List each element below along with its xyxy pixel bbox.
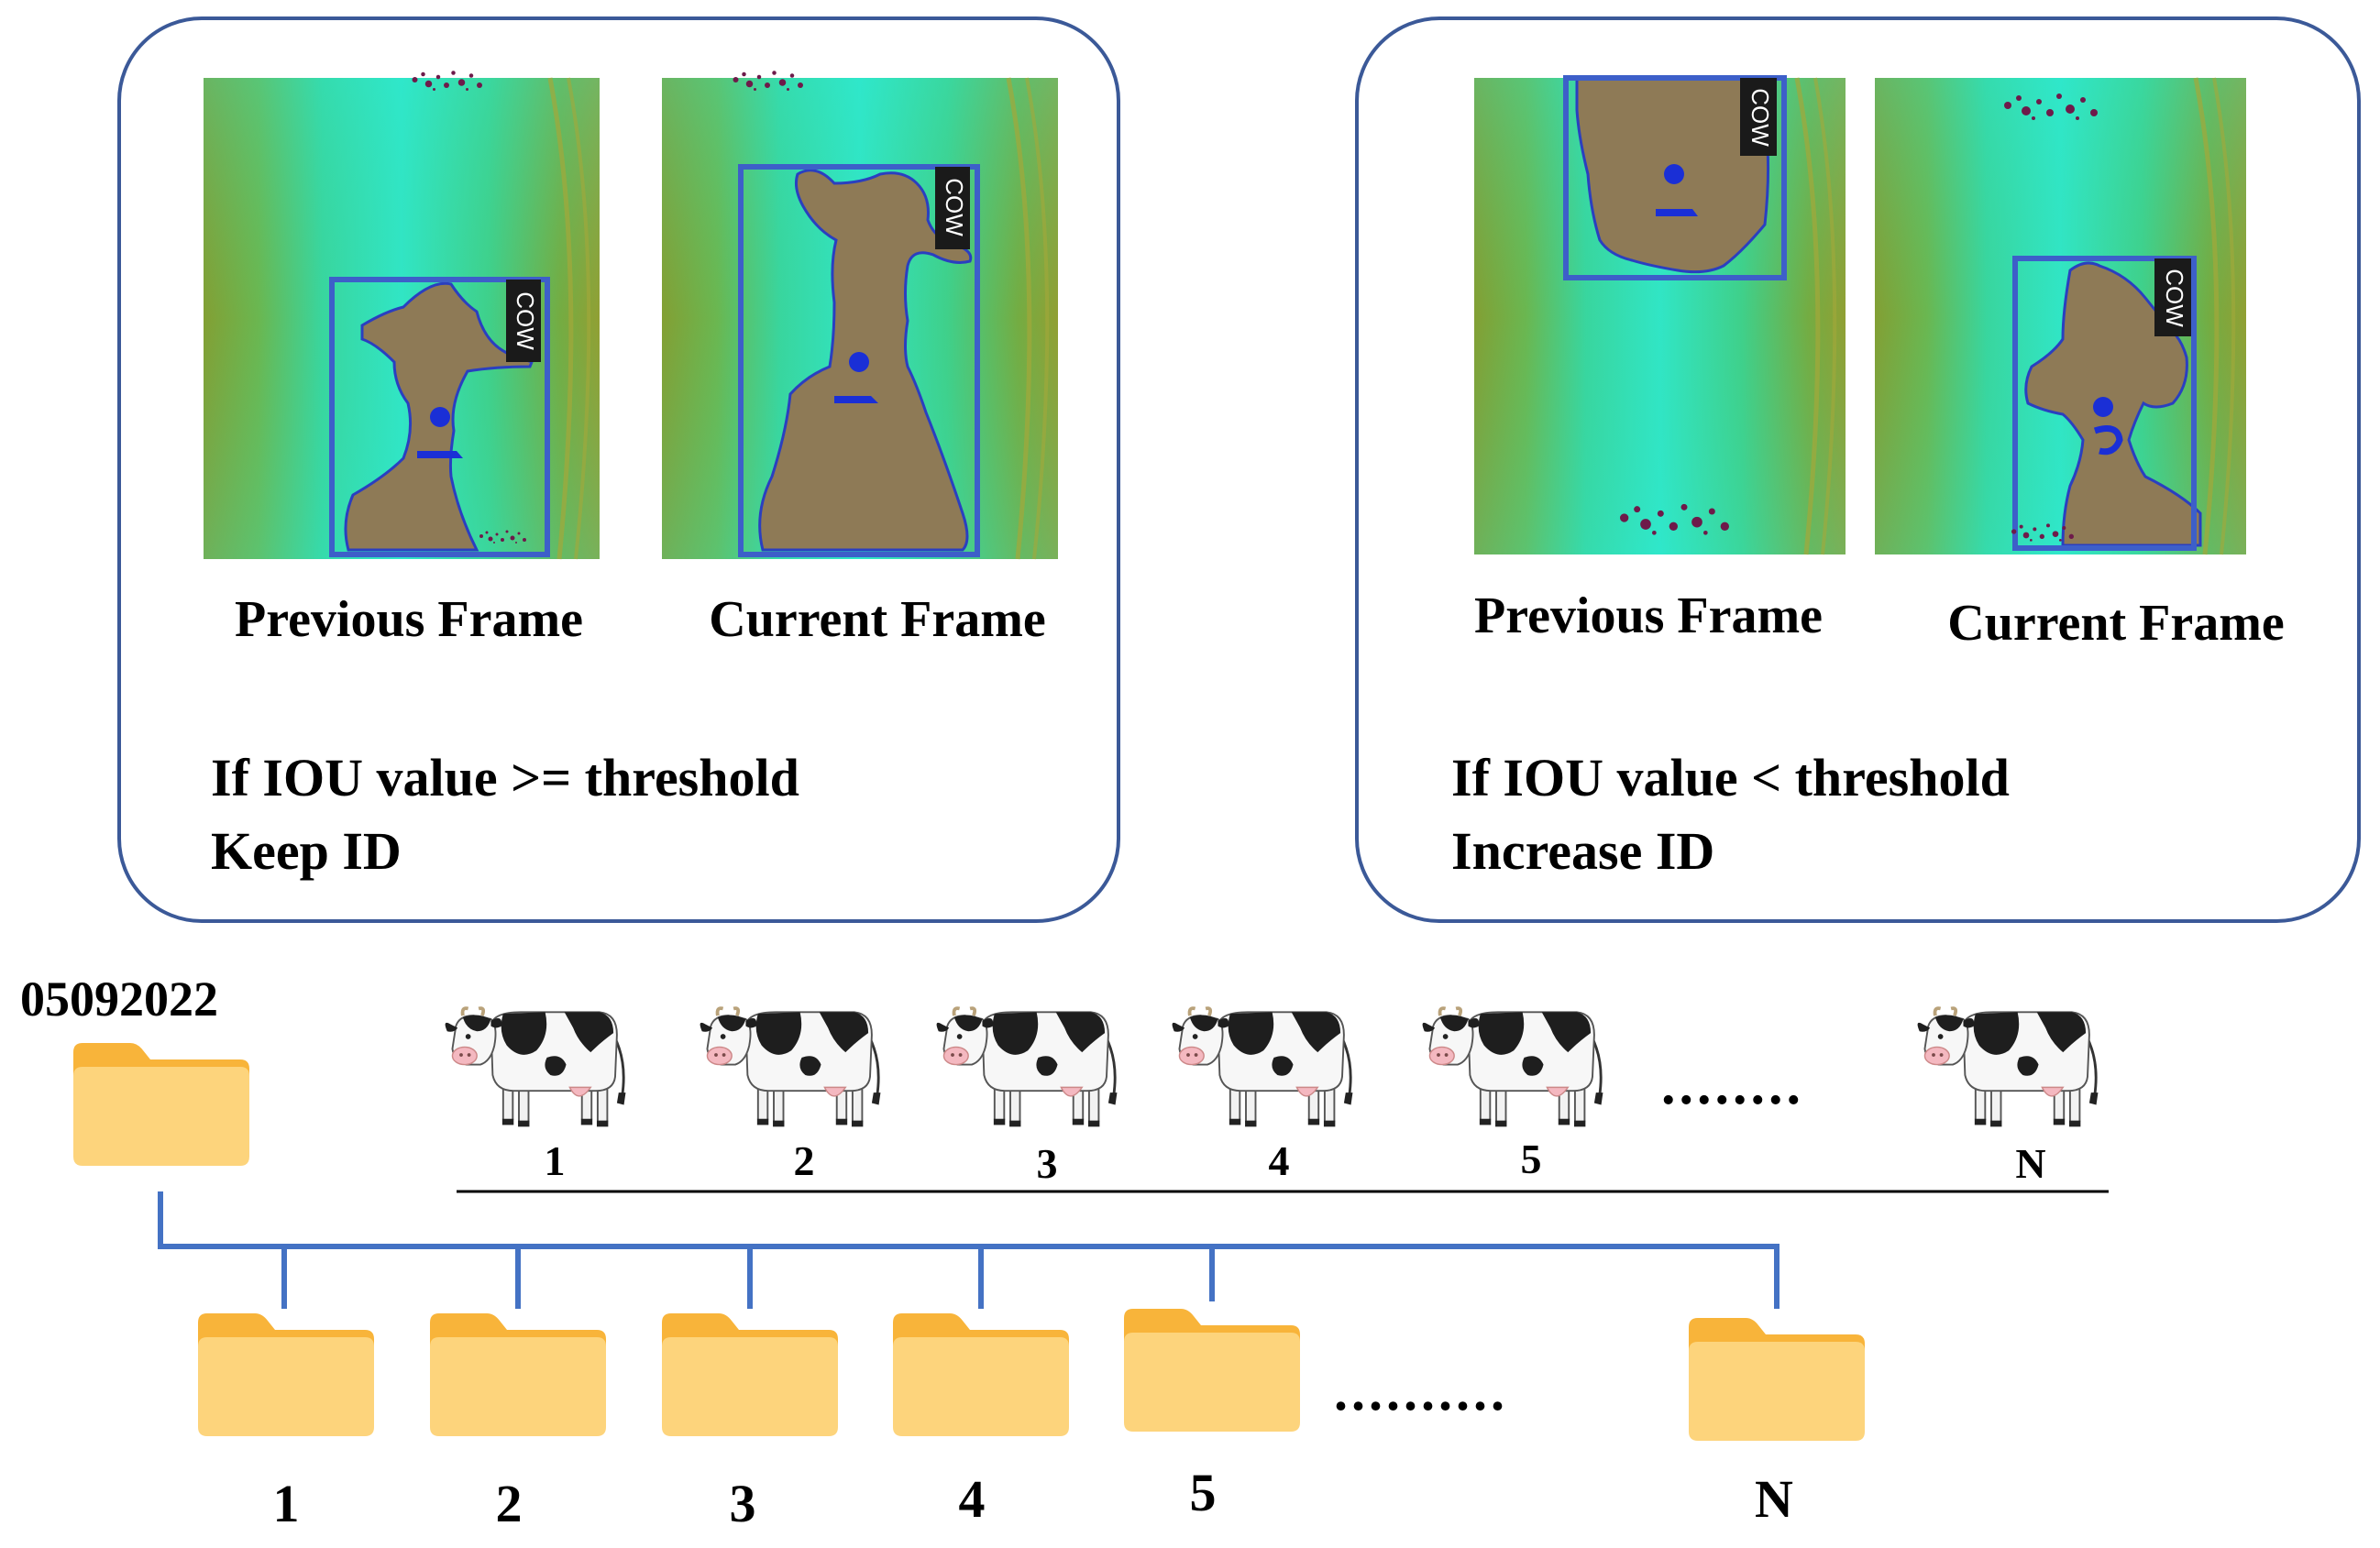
cow-tag xyxy=(935,167,970,249)
subfolder-label-1: 1 xyxy=(273,1474,300,1533)
cow-tag xyxy=(1740,78,1777,156)
centroid-dot xyxy=(1664,164,1684,184)
direction-arrow xyxy=(417,451,463,458)
direction-arrow xyxy=(1656,209,1698,216)
subfolder-icon-3 xyxy=(662,1313,838,1436)
cow-label-3: 3 xyxy=(1037,1140,1058,1187)
root-folder-icon xyxy=(73,1043,249,1166)
bounding-box xyxy=(738,164,980,557)
direction-arrow xyxy=(2093,425,2123,456)
subfolder-label-3: 3 xyxy=(730,1474,756,1533)
tree-connector xyxy=(158,1191,1779,1309)
subfolder-label-4: 4 xyxy=(959,1469,986,1529)
cow-label-n: N xyxy=(2015,1140,2045,1187)
cow-label-5: 5 xyxy=(1521,1136,1542,1182)
cow-tag-label: COW xyxy=(512,291,539,350)
subfolder-icon-1 xyxy=(198,1313,374,1436)
centroid-dot xyxy=(2093,397,2113,417)
cow-image-2 xyxy=(698,1006,883,1129)
cow-tag xyxy=(506,280,541,362)
bounding-box xyxy=(1563,75,1787,280)
subfolder-icon-2 xyxy=(430,1313,606,1436)
centroid-dot xyxy=(430,407,450,427)
cow-row: ........ 1 2 3 4 5 N xyxy=(443,1006,2109,1193)
cow-image-4 xyxy=(1170,1006,1355,1129)
current-frame-label: Current Frame xyxy=(1947,595,2285,652)
bounding-box xyxy=(2012,256,2197,551)
subfolder-label-2: 2 xyxy=(496,1474,523,1533)
direction-arrow xyxy=(834,396,878,403)
cow-tag-label: COW xyxy=(2161,269,2188,327)
cow-tag-label: COW xyxy=(941,178,968,236)
subfolder-icon-n xyxy=(1689,1318,1865,1441)
panel-increase-id: COW COW Previous Frame Current Frame If … xyxy=(1355,16,2361,923)
cow-image-3 xyxy=(934,1006,1119,1129)
cow-image-1 xyxy=(443,1006,628,1129)
centroid-dot xyxy=(849,352,869,372)
previous-frame-label: Previous Frame xyxy=(1474,587,1823,644)
current-frame-label: Current Frame xyxy=(709,591,1046,648)
cow-image-5 xyxy=(1420,1006,1605,1129)
subfolder-ellipsis: .......... xyxy=(1334,1361,1508,1422)
cow-tag-label: COW xyxy=(1746,88,1774,147)
subfolder-icon-4 xyxy=(893,1313,1069,1436)
previous-frame-image: COW xyxy=(1474,75,1846,555)
subfolder-label-n: N xyxy=(1755,1469,1793,1529)
bounding-box xyxy=(329,277,550,557)
cow-image-n xyxy=(1915,1006,2100,1129)
current-frame-image: COW xyxy=(662,71,1058,560)
cow-label-4: 4 xyxy=(1269,1137,1290,1184)
panel-keep-id: COW COW Previous Frame Current Frame If … xyxy=(117,16,1120,923)
previous-frame-image: COW xyxy=(204,71,600,560)
rule-action: Increase ID xyxy=(1451,821,1714,881)
cow-tag xyxy=(2154,258,2191,336)
previous-frame-label: Previous Frame xyxy=(235,591,583,648)
rule-condition: If IOU value >= threshold xyxy=(211,748,799,807)
cow-label-2: 2 xyxy=(794,1137,815,1184)
rule-action: Keep ID xyxy=(211,821,402,881)
folder-tree: 05092022 .......... 1 2 3 4 5 N xyxy=(20,972,1865,1533)
subfolder-label-5: 5 xyxy=(1190,1463,1217,1522)
subfolder-icon-5 xyxy=(1124,1309,1300,1432)
rule-condition: If IOU value < threshold xyxy=(1451,748,2010,807)
cow-label-1: 1 xyxy=(545,1137,566,1184)
current-frame-image: COW xyxy=(1875,77,2246,555)
root-folder-label: 05092022 xyxy=(20,972,218,1027)
cow-ellipsis: ........ xyxy=(1661,1054,1804,1116)
